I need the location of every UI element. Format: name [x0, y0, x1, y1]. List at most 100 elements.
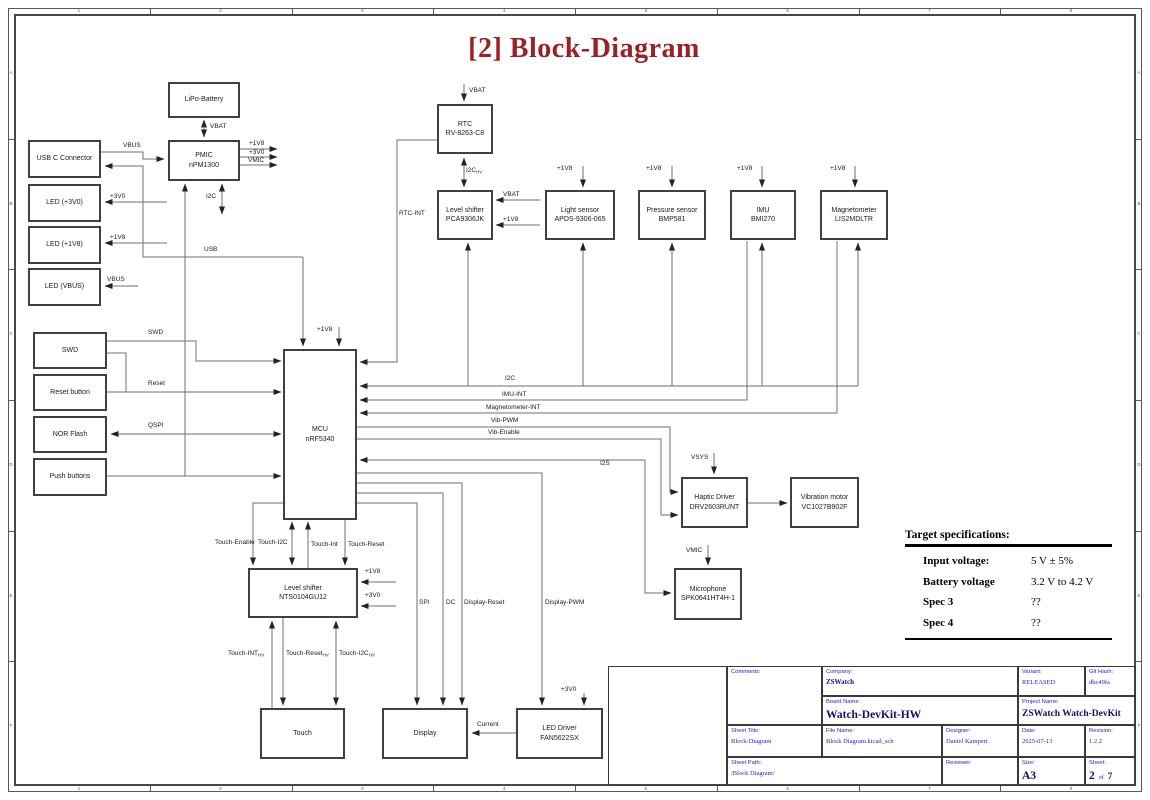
titleblock-file-name: File Name: Block Diagram.kicad_sch [822, 725, 942, 757]
titleblock-variant: Variant: RELEASED [1018, 666, 1085, 696]
sheet-path-value: /Block Diagram/ [731, 769, 775, 777]
zone-label: 6 [786, 7, 789, 13]
net-label-magnetometer-int: Magnetometer-INT [486, 404, 541, 411]
sheet-border-inner [14, 14, 1136, 786]
net-label-vbus-led: VBUS [107, 276, 125, 283]
titleblock-revision: Revision: 1.2.2 [1085, 725, 1136, 757]
zone-tick [1136, 661, 1142, 663]
zone-label: E [1137, 592, 1141, 598]
net-label-qspi: QSPI [148, 422, 164, 429]
zone-label: C [1137, 331, 1141, 337]
file-name-value: Block Diagram.kicad_sch [826, 737, 894, 745]
zone-label: 6 [786, 785, 789, 791]
titleblock-date: Date: 2025-07-13 [1018, 725, 1085, 757]
company-value: ZSWatch [826, 677, 855, 686]
date-value: 2025-07-13 [1022, 737, 1053, 745]
net-label-i2c-pmic: I2C [206, 193, 217, 200]
block-swd: SWD [33, 332, 107, 369]
net-label-usb: USB [204, 246, 218, 253]
net-label-3v0-pmic: +3V0 [249, 149, 265, 156]
net-label-dc: DC [446, 599, 456, 606]
net-label-i2c-bus: I2C [505, 375, 516, 382]
specs-rule-top [905, 544, 1112, 547]
zone-label: F [9, 723, 13, 729]
zone-label: C [9, 331, 13, 337]
zone-label: 4 [502, 7, 506, 13]
titleblock-designer: Designer: Daniel Kampert [942, 725, 1018, 757]
net-label-vib-enable: Vib-Enable [488, 429, 520, 436]
sheet-of-word: of [1098, 774, 1104, 781]
net-label-i2s: I2S [600, 460, 610, 467]
titleblock-board-name: Board Name: Watch-DevKit-HW [822, 696, 1018, 725]
zone-tick [575, 786, 576, 792]
net-label-vbat-rtc: VBAT [469, 87, 486, 94]
net-label-i2c-hv: I2CHV [466, 167, 483, 175]
zone-tick [433, 8, 435, 14]
zone-tick [433, 786, 435, 792]
titleblock-comments: Comments: [727, 666, 822, 725]
zone-tick [858, 8, 860, 14]
zone-label: A [9, 70, 13, 76]
net-label-rtc-int: RTC-INT [399, 210, 425, 217]
net-label-touch-reset: Touch-Reset [348, 541, 385, 548]
net-label-touch-enable: Touch-Enable [215, 539, 255, 546]
net-label-touch-int-hv: Touch-INTHV [228, 650, 265, 658]
project-name-value: ZSWatch Watch-DevKit [1022, 708, 1121, 719]
zone-tick [8, 530, 14, 532]
title-block: Comments: Company: ZSWatch Variant: RELE… [608, 666, 1136, 786]
zone-label: 1 [77, 7, 81, 13]
net-label-vbat-pca: VBAT [503, 191, 520, 198]
block-usb-c-connector: USB C Connector [28, 140, 101, 178]
titleblock-sheet-number: Sheet: 2 of 7 [1085, 757, 1136, 786]
zone-label: F [1137, 723, 1141, 729]
zone-tick [8, 661, 14, 663]
net-label-3v0-nts: +3V0 [365, 592, 381, 599]
zone-label: 5 [644, 785, 648, 791]
zone-tick [291, 8, 293, 14]
zone-label: 2 [219, 7, 222, 13]
variant-value: RELEASED [1022, 678, 1056, 686]
net-label-touch-i2c-hv: Touch-I2CHV [339, 650, 375, 658]
board-name-value: Watch-DevKit-HW [826, 708, 922, 721]
net-label-vsys: VSYS [691, 454, 709, 461]
net-label-display-pwm: Display-PWM [545, 599, 585, 606]
block-display: Display [382, 708, 468, 759]
zone-tick [1000, 8, 1002, 14]
zone-tick [1136, 138, 1142, 140]
titleblock-company: Company: ZSWatch [822, 666, 1018, 696]
zone-label: 7 [928, 785, 931, 791]
zone-label: B [1137, 200, 1141, 206]
net-label-1v8-imu: +1V8 [737, 165, 753, 172]
net-label-touch-reset-hv: Touch-ResetHV [286, 650, 329, 658]
titleblock-size: Size: A3 [1018, 757, 1085, 786]
net-label-1v8-led: +1V8 [110, 234, 126, 241]
zone-label: A [1137, 70, 1141, 76]
zone-label: 3 [361, 785, 364, 791]
net-label-vbus: VBUS [123, 142, 141, 149]
spec-row-spec3: Spec 3 ?? [923, 596, 1041, 608]
titleblock-sheet-title: Sheet Title: Block-Diagram [727, 725, 822, 757]
spec-row-battery-voltage: Battery voltage 3.2 V to 4.2 V [923, 575, 1094, 588]
net-label-touch-i2c: Touch-I2C [258, 539, 288, 546]
zone-tick [858, 786, 860, 792]
wires [101, 84, 861, 736]
net-label-touch-int: Touch-Int [311, 541, 338, 548]
net-label-1v8-pca: +1V8 [503, 216, 519, 223]
zone-label: 2 [219, 785, 222, 791]
net-label-vmic-pmic: VMIC [248, 157, 265, 164]
titleblock-sheet-path: Sheet Path: /Block Diagram/ [727, 757, 942, 786]
zone-label: 7 [928, 7, 931, 13]
zone-tick [575, 8, 576, 14]
designer-value: Daniel Kampert [946, 737, 988, 745]
net-label-vbat: VBAT [210, 123, 227, 130]
